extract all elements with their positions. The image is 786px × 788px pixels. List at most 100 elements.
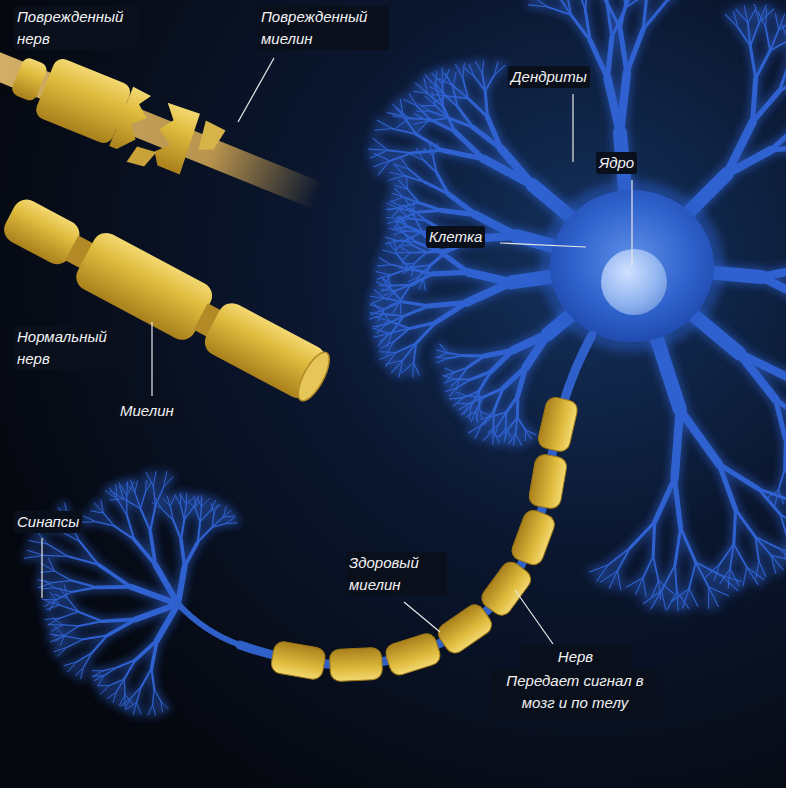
dendrite-branch [404, 306, 429, 316]
leader-line [151, 322, 152, 396]
dendrite-branch [675, 565, 677, 591]
callout-label: Поврежденный нерв [14, 6, 140, 50]
dendrite-branch [437, 173, 449, 194]
dendrite-branch [377, 275, 390, 279]
callout-label: Здоровый миелин [346, 552, 447, 596]
dendrite-branch [456, 392, 467, 396]
dendrite-branch [675, 528, 681, 565]
dendrite-branch [388, 219, 401, 224]
dendrite-branch [180, 505, 184, 520]
dendrite-branch [579, 0, 586, 10]
dendrite-branch [677, 592, 689, 609]
dendrite-branch [64, 636, 83, 639]
leader-line [500, 243, 586, 247]
dendrite-branch [414, 121, 428, 124]
dendrite-branch [454, 368, 467, 373]
dendrite-branch [76, 653, 91, 662]
leader-line [515, 590, 553, 644]
dendrite-branch [485, 75, 494, 91]
dendrite-branch [170, 497, 174, 506]
dendrite-branch [662, 565, 675, 590]
dendrite-branch [388, 150, 412, 153]
dendrite-branch [161, 702, 162, 712]
dendrite-branch [400, 300, 401, 314]
dendrite-branch [488, 117, 502, 149]
dendrite-branch [380, 332, 392, 342]
dendrite-branch [83, 635, 107, 639]
dendrite-branch [709, 587, 719, 606]
dendrite-branch [148, 705, 152, 715]
dendrite-branch [747, 567, 759, 585]
dendrite-branch [140, 508, 150, 531]
dendrite-branch [184, 507, 193, 520]
dendrite-branch [135, 492, 141, 508]
dendrite-branch [67, 598, 78, 611]
dendrite-branch [665, 0, 684, 3]
dendrite-branch [65, 626, 79, 635]
dendrite-branch [433, 272, 468, 274]
dendrite-branch [756, 51, 770, 79]
dendrite-branch [379, 258, 391, 265]
dendrite-branch [413, 265, 431, 267]
dendrite-branch [500, 428, 506, 437]
dendrite-branch [766, 27, 770, 50]
dendrite-branch [781, 439, 786, 470]
dendrite-branch [734, 510, 736, 544]
dendrite-branch [620, 29, 627, 73]
dendrite-branch [414, 363, 420, 375]
dendrites [24, 0, 786, 715]
dendrite-branch [402, 363, 414, 373]
dendrite-branch [696, 562, 709, 587]
dendrite-branch [54, 571, 71, 581]
dendrite-branch [72, 587, 96, 591]
dendrite-branch [396, 108, 408, 119]
dendrite-branch [117, 660, 136, 668]
dendrite-branch [483, 430, 493, 440]
dendrite-branch [389, 176, 405, 181]
leader-line [41, 538, 42, 598]
dendrite-branch [453, 398, 462, 406]
dendrite-branch [402, 302, 429, 306]
dendrite-branch [93, 671, 103, 677]
dendrite-branch [152, 668, 155, 688]
dendrite-branch [46, 605, 59, 610]
dendrite-branch [503, 367, 526, 388]
dendrite-branch [170, 506, 173, 520]
dendrite-branch [627, 29, 643, 73]
dendrite-branch [417, 148, 424, 160]
dendrite-branch [781, 515, 786, 541]
dendrite-branch [658, 581, 673, 594]
dendrite-branch [198, 527, 212, 541]
dendrite-branch [409, 94, 417, 106]
dendrite-branch [437, 358, 448, 363]
dendrite-branch [54, 632, 65, 638]
dendrite-branch [408, 189, 420, 203]
dendrite-branch [785, 439, 786, 465]
dendrite-branch [44, 555, 68, 557]
dendrite-branch [380, 353, 396, 360]
dendrite-branch [467, 282, 511, 302]
dendrite-branch [482, 61, 483, 73]
dendrite-branch [766, 27, 770, 50]
dendrite-branch [47, 544, 68, 556]
dendrite-branch [201, 496, 202, 507]
dendrite-branch [743, 567, 747, 586]
dendrite-branch [617, 548, 629, 571]
myelin-fragment [144, 101, 203, 175]
dendrite-branch [38, 580, 52, 583]
dendrite-branch [759, 489, 781, 515]
dendrite-branch [52, 625, 63, 631]
dendrite-branch [743, 567, 747, 586]
dendrite-branch [436, 85, 448, 97]
dendrite-branch [523, 430, 528, 440]
dendrite-branch [448, 353, 464, 356]
dendrite-branch [662, 591, 666, 610]
dendrite-branch [110, 499, 123, 500]
dendrite-branch [652, 581, 658, 597]
dendrite-branch [107, 692, 116, 698]
dendrite-branch [140, 492, 145, 508]
dendrite-branch [770, 39, 786, 51]
dendrite-branch [432, 73, 443, 84]
dendrite-branch [96, 585, 131, 589]
